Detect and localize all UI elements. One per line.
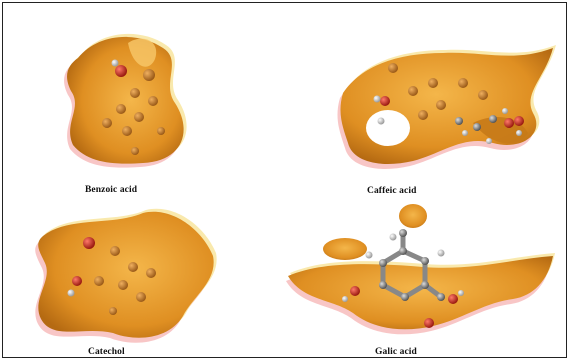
- caffeic-acid-surface-image: [333, 23, 563, 188]
- benzoic-acid-surface-image: [43, 13, 213, 183]
- caption-caffeic-acid: Caffeic acid: [367, 186, 416, 196]
- caption-gallic-acid: Galic acid: [375, 347, 417, 357]
- panel-benzoic-acid: Benzoic acid: [43, 13, 213, 183]
- figure-frame: Benzoic acid: [2, 2, 567, 358]
- gallic-acid-surface-image: [283, 201, 563, 346]
- catechol-surface-image: [23, 201, 223, 346]
- panel-gallic-acid: Galic acid: [283, 201, 563, 361]
- panel-caffeic-acid: Caffeic acid: [333, 23, 563, 188]
- caption-benzoic-acid: Benzoic acid: [85, 185, 137, 195]
- panel-catechol: Catechol: [23, 201, 223, 361]
- caption-catechol: Catechol: [88, 347, 125, 357]
